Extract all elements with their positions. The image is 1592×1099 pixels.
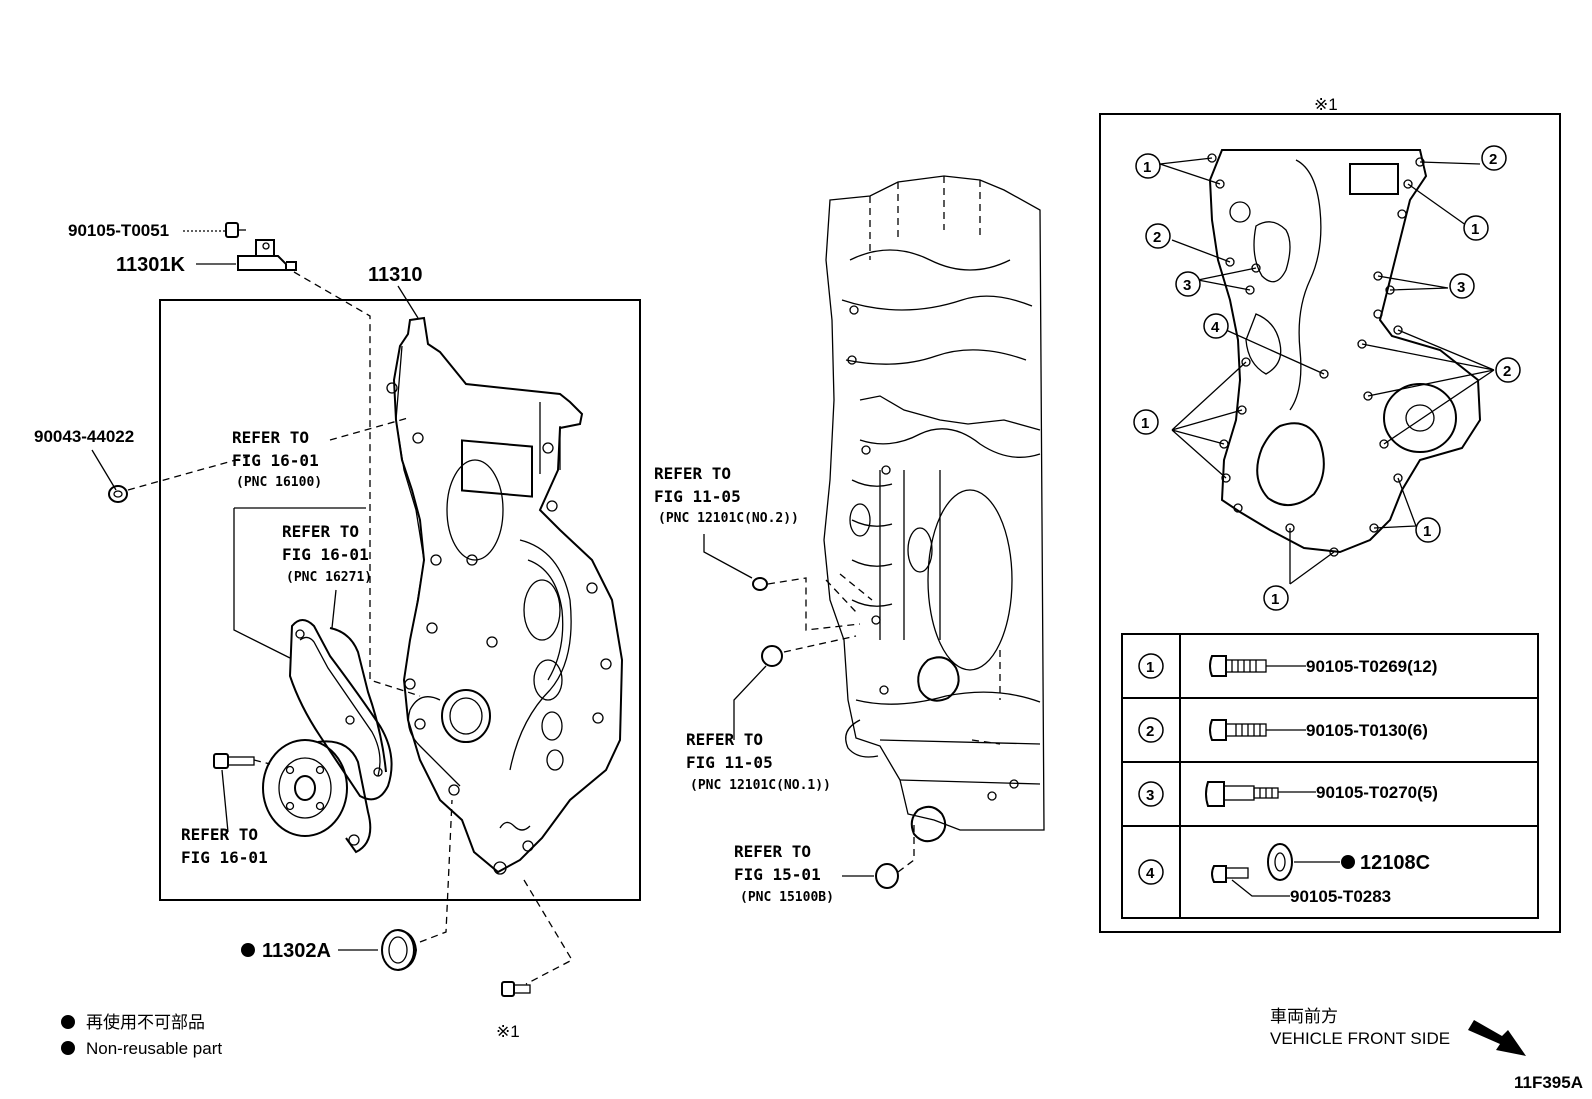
- svg-text:(PNC 12101C(NO.1)): (PNC 12101C(NO.1)): [690, 778, 831, 793]
- engine-block: [823, 175, 1045, 843]
- legend: 再使用不可部品 Non-reusable part: [61, 1012, 222, 1058]
- svg-text:90105-T0130(6): 90105-T0130(6): [1306, 721, 1428, 740]
- table-row[interactable]: 4 12108C 90105-T0283: [1138, 843, 1430, 906]
- svg-text:FIG 16-01: FIG 16-01: [282, 545, 369, 564]
- inset-cover-drawing: [1207, 149, 1482, 557]
- svg-text:12108C: 12108C: [1360, 852, 1430, 874]
- bolt-short-icon: [1209, 719, 1267, 741]
- svg-text:(PNC 16100): (PNC 16100): [236, 475, 322, 490]
- legend-jp: 再使用不可部品: [86, 1012, 205, 1032]
- svg-text:90105-T0269(12): 90105-T0269(12): [1306, 657, 1437, 676]
- svg-text:2: 2: [1146, 723, 1154, 740]
- svg-text:REFER TO: REFER TO: [232, 428, 309, 447]
- oil-seal-icon: [381, 929, 418, 971]
- inset-callouts: 1 2 1 2 3 3 4 2 1 1 1: [1133, 145, 1521, 611]
- ref-fig1105-a[interactable]: REFER TO FIG 11-05 (PNC 12101C(NO.2)): [654, 464, 799, 526]
- front-arrow-icon: [1468, 1020, 1526, 1056]
- bolt-table: 1 90105-T0269(12) 2 90105-: [1121, 633, 1539, 919]
- svg-text:FIG 11-05: FIG 11-05: [686, 753, 773, 772]
- bolt-stepped-icon: [1205, 781, 1279, 807]
- legend-en: Non-reusable part: [86, 1039, 222, 1058]
- svg-text:(PNC 15100B): (PNC 15100B): [740, 890, 834, 905]
- bolt-note1-icon: [501, 981, 531, 997]
- vehicle-front-indicator: 車両前方 VEHICLE FRONT SIDE: [1270, 1007, 1526, 1056]
- note-mark-bolt[interactable]: ※1: [496, 1022, 520, 1041]
- svg-text:FIG 16-01: FIG 16-01: [181, 848, 268, 867]
- svg-text:3: 3: [1183, 277, 1191, 294]
- inset-section: ※1: [1099, 95, 1561, 933]
- pump-gasket: [288, 619, 393, 801]
- svg-text:4: 4: [1211, 319, 1220, 336]
- front-jp: 車両前方: [1270, 1007, 1338, 1026]
- svg-text:REFER TO: REFER TO: [686, 730, 763, 749]
- water-pump: [262, 739, 372, 854]
- part-label-plug[interactable]: 90043-44022: [34, 427, 134, 446]
- ref-fig1105-b[interactable]: REFER TO FIG 11-05 (PNC 12101C(NO.1)): [686, 730, 831, 793]
- engine-block-section: REFER TO FIG 11-05 (PNC 12101C(NO.2)) RE…: [654, 175, 1045, 905]
- non-reusable-mark-oil-seal: [241, 943, 255, 957]
- svg-text:FIG 15-01: FIG 15-01: [734, 865, 821, 884]
- svg-text:1: 1: [1423, 523, 1431, 540]
- part-label-cover-assy[interactable]: 11310: [368, 264, 423, 286]
- bolt-small-icon: [1211, 865, 1249, 883]
- svg-text:4: 4: [1146, 865, 1155, 882]
- ref-fig1601-b[interactable]: REFER TO FIG 16-01 (PNC 16271): [282, 522, 372, 585]
- table-row[interactable]: 2 90105-T0130(6): [1138, 717, 1428, 743]
- o-ring-no1: [761, 645, 783, 667]
- table-row[interactable]: 3 90105-T0270(5): [1138, 781, 1438, 807]
- non-reusable-mark-legend-en: [61, 1041, 75, 1055]
- table-row[interactable]: 1 90105-T0269(12): [1138, 653, 1437, 679]
- bolt-sensor-icon: [225, 222, 246, 238]
- svg-text:(PNC 16271): (PNC 16271): [286, 570, 372, 585]
- svg-text:FIG 11-05: FIG 11-05: [654, 487, 741, 506]
- insulator-washer-icon: [1267, 843, 1293, 881]
- svg-text:2: 2: [1489, 151, 1497, 168]
- plug-icon: [108, 485, 128, 503]
- svg-text:1: 1: [1146, 659, 1154, 676]
- svg-text:(PNC 12101C(NO.2)): (PNC 12101C(NO.2)): [658, 511, 799, 526]
- svg-text:1: 1: [1271, 591, 1279, 608]
- part-label-bolt-sensor[interactable]: 90105-T0051: [68, 221, 169, 240]
- svg-text:FIG 16-01: FIG 16-01: [232, 451, 319, 470]
- svg-text:REFER TO: REFER TO: [734, 842, 811, 861]
- sensor-icon: [237, 239, 297, 271]
- svg-text:1: 1: [1471, 221, 1479, 238]
- ref-fig1601-a[interactable]: REFER TO FIG 16-01 (PNC 16100): [232, 428, 322, 490]
- figure-code: 11F395A: [1514, 1073, 1583, 1092]
- svg-text:3: 3: [1457, 279, 1465, 296]
- svg-text:REFER TO: REFER TO: [181, 825, 258, 844]
- part-label-oil-seal[interactable]: 11302A: [262, 940, 331, 962]
- svg-text:3: 3: [1146, 787, 1154, 804]
- o-ring-no2: [752, 577, 768, 591]
- timing-chain-cover: [386, 316, 624, 875]
- non-reusable-mark-insulator: [1341, 855, 1355, 869]
- o-ring-pnc15100b: [875, 863, 899, 889]
- cover-frame-box: [159, 299, 641, 901]
- svg-text:2: 2: [1153, 229, 1161, 246]
- svg-text:90105-T0283: 90105-T0283: [1290, 887, 1391, 906]
- pump-bolt-icon: [213, 753, 255, 769]
- front-en: VEHICLE FRONT SIDE: [1270, 1029, 1450, 1048]
- non-reusable-mark-legend: [61, 1015, 75, 1029]
- svg-text:1: 1: [1143, 159, 1151, 176]
- svg-text:90105-T0270(5): 90105-T0270(5): [1316, 783, 1438, 802]
- part-label-sensor[interactable]: 11301K: [116, 254, 186, 276]
- ref-fig1601-c[interactable]: REFER TO FIG 16-01: [181, 825, 268, 867]
- svg-text:1: 1: [1141, 415, 1149, 432]
- svg-text:REFER TO: REFER TO: [654, 464, 731, 483]
- svg-text:REFER TO: REFER TO: [282, 522, 359, 541]
- svg-text:2: 2: [1503, 363, 1511, 380]
- inset-frame: [1099, 113, 1561, 933]
- inset-title: ※1: [1314, 95, 1338, 114]
- ref-fig1501[interactable]: REFER TO FIG 15-01 (PNC 15100B): [734, 842, 834, 905]
- bolt-long-icon: [1209, 655, 1267, 677]
- timing-cover-section: 90105-T0051 11301K 11310 90043-44022: [34, 221, 641, 1041]
